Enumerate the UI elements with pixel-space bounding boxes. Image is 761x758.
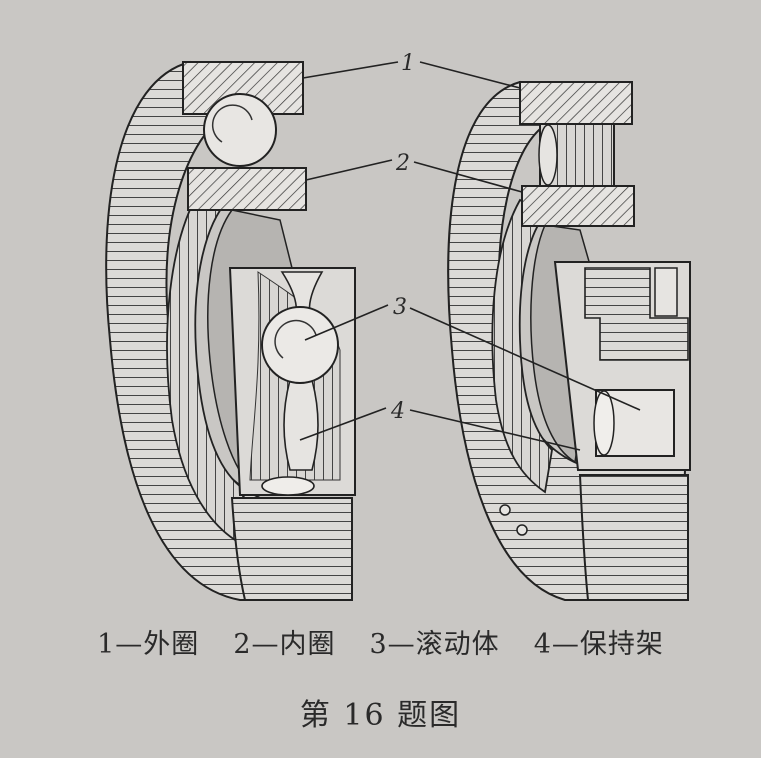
- callout-1: 1: [401, 51, 415, 76]
- ball-middle: [261, 306, 339, 384]
- leader-1-left: [302, 61, 399, 79]
- callout-2: 2: [395, 151, 410, 176]
- callout-4: 4: [390, 399, 405, 424]
- leader-2-right: [413, 161, 523, 193]
- legend-row: 1—外圈 2—内圈 3—滚动体 4—保持架: [0, 622, 761, 661]
- roller-outer-ring-section: [519, 81, 633, 125]
- leader-lines: [299, 61, 641, 451]
- callout-3: 3: [393, 295, 407, 320]
- roller-bearing-drawing: [447, 80, 691, 601]
- leader-1-right: [419, 61, 521, 89]
- leader-4-left: [299, 407, 387, 441]
- bearing-figure: 1 2 3 4: [105, 51, 691, 601]
- roller-inner-ring: [491, 198, 553, 494]
- figure-title: 第 16 题图: [299, 698, 462, 733]
- leader-2-left: [305, 159, 393, 181]
- roller-cage: [584, 267, 689, 361]
- legend-rolling-element: 3—滚动体: [369, 629, 500, 660]
- ball-inner-ring-section: [187, 167, 307, 211]
- ball-bottom-band: [230, 497, 353, 601]
- legend-cage: 4—保持架: [533, 629, 664, 660]
- ball-bearing-drawing: [105, 60, 356, 601]
- ball-top: [203, 93, 277, 167]
- leader-4-right: [409, 409, 581, 451]
- ball-outer-ring: [105, 60, 342, 601]
- roller-hole-b: [516, 524, 528, 536]
- roller-hole-a: [499, 504, 511, 516]
- roller-bottom-band: [578, 474, 689, 601]
- legend-outer-ring: 1—外圈: [97, 629, 200, 660]
- legend-inner-ring: 2—内圈: [233, 629, 336, 660]
- roller-inner-ring-section: [521, 185, 635, 227]
- ball-lower: [261, 476, 315, 496]
- leader-3-right: [409, 307, 641, 411]
- leader-3-left: [304, 304, 389, 341]
